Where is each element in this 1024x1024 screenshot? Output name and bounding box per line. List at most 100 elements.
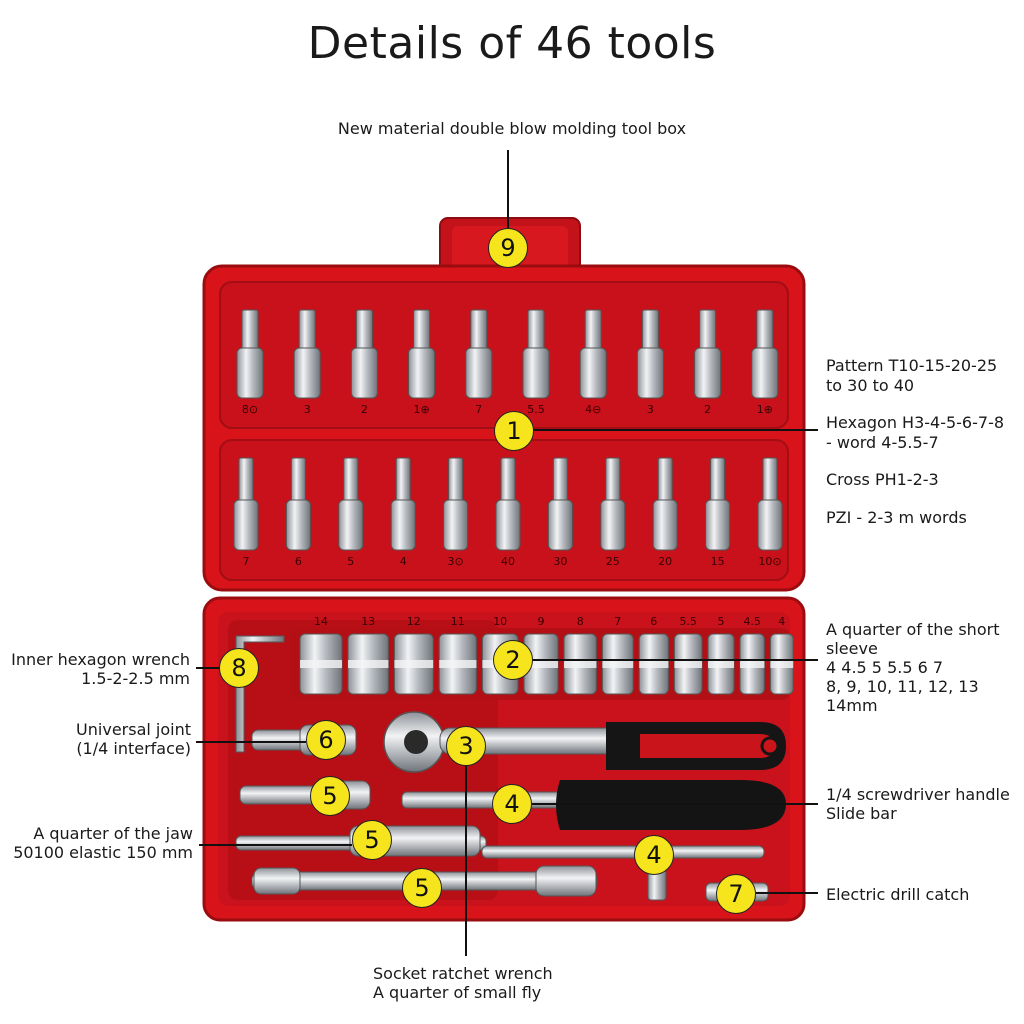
bit-size-label: 10⊙ [758, 555, 782, 568]
socket [299, 633, 343, 695]
callout-bits: Pattern T10-15-20-25 to 30 to 40 Hexagon… [826, 356, 1004, 528]
bit-socket [652, 457, 678, 551]
socket-row [299, 633, 794, 695]
hex-key [235, 635, 285, 753]
socket [673, 633, 703, 695]
bit-socket [705, 457, 731, 551]
socket-size-label: 14 [314, 615, 328, 628]
callout-sleeve-line: 14mm [826, 696, 878, 715]
callout-jaw-line: 50100 elastic 150 mm [13, 843, 193, 862]
bit-socket [233, 457, 259, 551]
socket [347, 633, 389, 695]
callout-toolbox: New material double blow molding tool bo… [337, 119, 687, 138]
callout-universal-line: (1/4 interface) [76, 739, 191, 758]
callout-ratchet-line: A quarter of small fly [373, 983, 542, 1002]
socket [393, 633, 434, 695]
bit-socket [408, 309, 436, 399]
badge-4-handle: 4 [492, 784, 532, 824]
bit-size-label: 4⊖ [585, 403, 602, 416]
badge-1: 1 [494, 411, 534, 451]
bit-socket [465, 309, 493, 399]
badge-5-long: 5 [352, 820, 392, 860]
bit-socket [495, 457, 521, 551]
callout-bits-line: - word 4-5.5-7 [826, 433, 939, 452]
bit-socket [636, 309, 664, 399]
socket-size-label: 4.5 [743, 615, 761, 628]
callout-bits-line: Cross PH1-2-3 [826, 470, 939, 489]
bit-size-label: 2 [360, 403, 368, 416]
bit-socket [293, 309, 321, 399]
page-title: Details of 46 tools [307, 18, 717, 69]
bit-size-label: 25 [605, 555, 620, 568]
bit-socket [757, 457, 783, 551]
socket-size-label: 13 [361, 615, 376, 628]
bit-socket [751, 309, 779, 399]
callout-hex-wrench-line: 1.5-2-2.5 mm [81, 669, 190, 688]
bit-size-label: 3⊙ [447, 555, 464, 568]
callout-jaw-line: A quarter of the jaw [33, 824, 193, 843]
bit-socket [350, 309, 378, 399]
callout-sleeve-line: A quarter of the short [826, 620, 1000, 639]
socket [707, 633, 735, 695]
badge-8: 8 [219, 648, 259, 688]
bit-size-label: 8⊙ [241, 403, 259, 416]
bit-row-2 [233, 457, 783, 551]
badge-9: 9 [488, 228, 528, 268]
socket-size-label: 10 [493, 615, 508, 628]
socket-size-label: 4 [778, 615, 786, 628]
bit-socket [285, 457, 311, 551]
callout-handle: 1/4 screwdriver handle Slide bar [826, 785, 1010, 823]
callout-handle-line: Slide bar [826, 804, 897, 823]
callout-universal-joint: Universal joint (1/4 interface) [0, 720, 191, 758]
bit-size-label: 6 [294, 555, 302, 568]
callout-hex-wrench-line: Inner hexagon wrench [11, 650, 190, 669]
bit-size-label: 2 [704, 403, 712, 416]
badge-5-short: 5 [310, 776, 350, 816]
badge-2: 2 [493, 640, 533, 680]
socket-size-label: 11 [450, 615, 465, 628]
callout-handle-line: 1/4 screwdriver handle [826, 785, 1010, 804]
bit-socket [579, 309, 607, 399]
badge-7: 7 [716, 874, 756, 914]
bit-socket [338, 457, 364, 551]
socket-size-label: 7 [614, 615, 622, 628]
bit-size-label: 40 [501, 555, 515, 568]
callout-sleeve-line: sleeve [826, 639, 878, 658]
callout-ratchet: Socket ratchet wrench A quarter of small… [373, 964, 553, 1002]
badge-5-flex: 5 [402, 868, 442, 908]
socket [739, 633, 765, 695]
slide-bar [481, 845, 765, 859]
callout-bits-line: to 30 to 40 [826, 376, 915, 395]
socket-size-label: 5 [717, 615, 725, 628]
bit-size-label: 5 [347, 555, 355, 568]
callout-universal-line: Universal joint [76, 720, 191, 739]
socket [438, 633, 477, 695]
socket-size-label: 9 [537, 615, 545, 628]
bit-socket [694, 309, 722, 399]
bit-socket [600, 457, 626, 551]
socket [769, 633, 794, 695]
bit-size-label: 1⊕ [756, 403, 773, 416]
bit-size-label: 7 [475, 403, 483, 416]
callout-bits-line: PZI - 2-3 m words [826, 508, 967, 527]
bit-socket [390, 457, 416, 551]
callout-hex-wrench: Inner hexagon wrench 1.5-2-2.5 mm [0, 650, 190, 688]
bit-size-label: 7 [242, 555, 250, 568]
callout-sleeve: A quarter of the short sleeve 4 4.5 5 5.… [826, 620, 999, 715]
badge-4-bar: 4 [634, 835, 674, 875]
callout-bits-line: Pattern T10-15-20-25 [826, 356, 998, 375]
bit-size-label: 15 [710, 555, 725, 568]
bit-row-1 [236, 309, 779, 399]
bit-size-label: 1⊕ [413, 403, 430, 416]
badge-3: 3 [446, 726, 486, 766]
callout-sleeve-line: 8, 9, 10, 11, 12, 13 [826, 677, 979, 696]
callout-drill: Electric drill catch [826, 885, 970, 904]
bit-socket [522, 309, 550, 399]
callout-bits-line: Hexagon H3-4-5-6-7-8 [826, 413, 1005, 432]
bit-socket [443, 457, 469, 551]
socket-size-label: 5.5 [679, 615, 697, 628]
bit-size-label: 3 [646, 403, 654, 416]
bit-size-label: 4 [399, 555, 407, 568]
callout-ratchet-line: Socket ratchet wrench [373, 964, 553, 983]
bit-size-label: 30 [553, 555, 568, 568]
